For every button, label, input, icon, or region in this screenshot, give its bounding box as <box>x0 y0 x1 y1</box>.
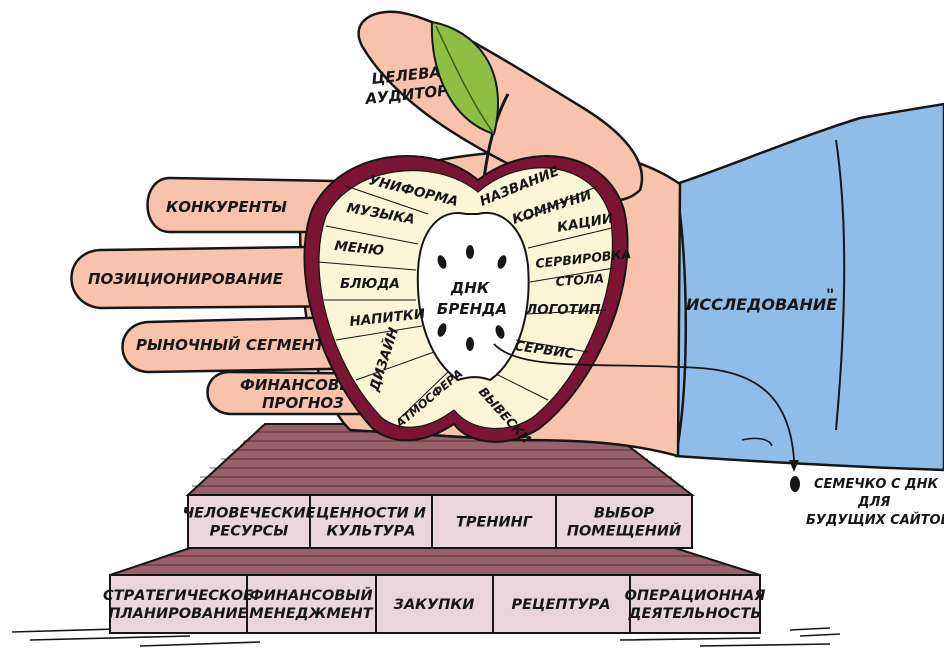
lower-tier-top <box>110 548 760 575</box>
sleeve-label: ИССЛЕДОВАНИЕ <box>686 295 837 314</box>
lower-tier-block-1-line2: МЕНЕДЖМЕНТ <box>249 606 374 622</box>
seed-note-line2: ДЛЯ <box>857 495 890 510</box>
seed-icon <box>466 337 474 351</box>
upper-tier-block-2-line1: ТРЕНИНГ <box>456 515 533 531</box>
finger-label-competitors: КОНКУРЕНТЫ <box>166 198 287 216</box>
lower-tier-block-2-line1: ЗАКУПКИ <box>394 597 475 613</box>
seed-icon <box>790 476 800 492</box>
upper-tier-block-0-line1: ЧЕЛОВЕЧЕСКИЕ <box>182 506 315 522</box>
apple-item-logo: ЛОГОТИП <box>525 302 601 318</box>
upper-tier-block-0-line2: РЕСУРСЫ <box>210 524 289 540</box>
lower-tier-block-1-line1: ФИНАНСОВЫЙ <box>249 587 372 604</box>
finger-label-market-segment: РЫНОЧНЫЙ СЕГМЕНТ <box>136 335 326 354</box>
seed-icon <box>466 245 474 259</box>
core-label-line2: БРЕНДА <box>437 300 507 318</box>
finger-label-positioning: ПОЗИЦИОНИРОВАНИЕ <box>88 270 284 288</box>
lower-tier-block-0-line2: ПЛАНИРОВАНИЕ <box>108 606 247 622</box>
lower-tier-block-4-line2: ДЕЯТЕЛЬНОСТЬ <box>628 606 762 622</box>
lower-tier-block-3-line1: РЕЦЕПТУРА <box>512 597 611 613</box>
upper-tier-front <box>188 495 692 548</box>
lower-tier-block-4-line1: ОПЕРАЦИОННАЯ <box>625 588 766 604</box>
seed-note-line3: БУДУЩИХ САЙТОВ <box>806 512 944 528</box>
upper-tier-block-1-line1: ЦЕННОСТИ И <box>316 506 426 522</box>
sleeve-mark: " <box>826 285 834 304</box>
upper-tier-block-3-line1: ВЫБОР <box>594 506 654 522</box>
seed-note-line1: СЕМЕЧКО С ДНК <box>814 477 939 492</box>
sleeve-icon <box>676 104 944 470</box>
upper-tier-block-3-line2: ПОМЕЩЕНИЙ <box>567 523 681 540</box>
core-label-line1: ДНК <box>450 279 490 297</box>
apple-item-dishes: БЛЮДА <box>340 276 400 292</box>
lower-tier-block-0-line1: СТРАТЕГИЧЕСКОЕ <box>103 588 253 604</box>
upper-tier-block-1-line2: КУЛЬТУРА <box>326 524 415 540</box>
pedestal: ЧЕЛОВЕЧЕСКИЕ РЕСУРСЫ ЦЕННОСТИ И КУЛЬТУРА ТРЕ… <box>103 424 765 633</box>
pinky-label-line2: ПРОГНОЗ <box>262 394 344 412</box>
seed-note: СЕМЕЧКО С ДНК ДЛЯ БУДУЩИХ САЙТОВ <box>806 477 944 528</box>
